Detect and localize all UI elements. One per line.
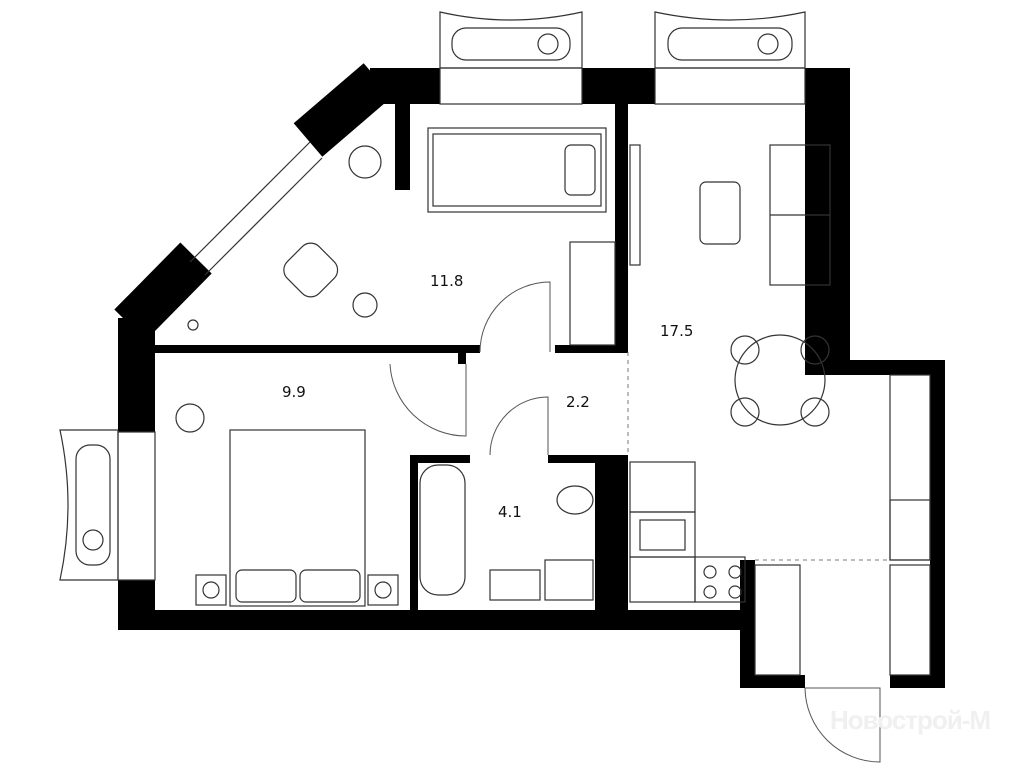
windows	[59, 11, 806, 581]
doors	[389, 281, 881, 763]
room-area-bathroom: 4.1	[498, 503, 522, 521]
room-area-kids-room: 11.8	[430, 272, 464, 290]
watermark: Новострой-М	[830, 705, 991, 735]
furniture	[175, 127, 931, 676]
room-area-living-kitchen: 17.5	[660, 322, 694, 340]
room-area-hall: 2.2	[566, 393, 590, 411]
dashed-boundaries	[627, 352, 930, 561]
room-area-bedroom: 9.9	[282, 383, 306, 401]
walls	[114, 63, 945, 688]
